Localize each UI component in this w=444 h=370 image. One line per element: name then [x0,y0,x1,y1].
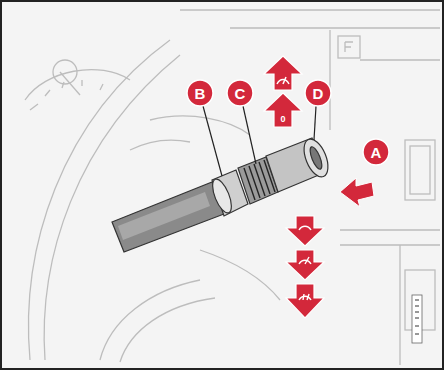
callout-letter: C [235,86,246,101]
callout-letter: D [313,86,324,101]
position-mark: 0 [280,115,285,124]
callout-letter: A [371,145,382,160]
callout-letter: B [195,86,206,101]
